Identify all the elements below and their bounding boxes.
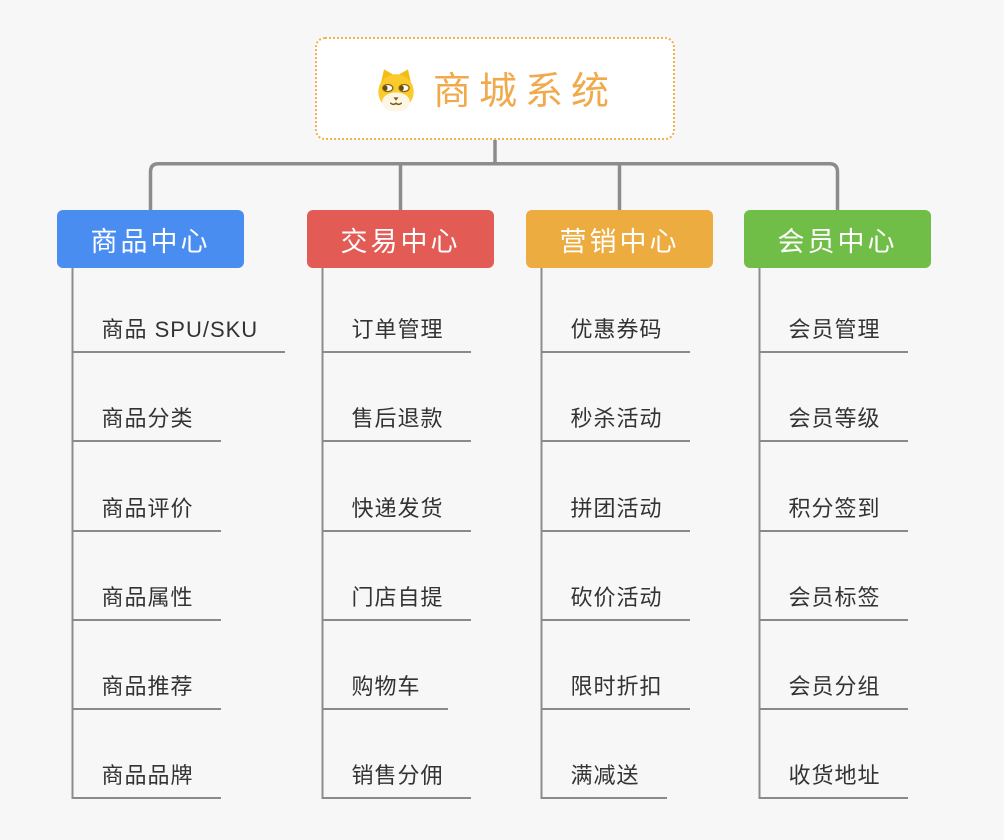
leaf-label: 商品分类 bbox=[101, 406, 194, 432]
branch-node[interactable]: 会员中心 bbox=[744, 210, 931, 268]
leaf-node[interactable]: 商品评价 bbox=[71, 442, 221, 532]
leaf-label: 快递发货 bbox=[351, 495, 444, 521]
leaf-node[interactable]: 商品属性 bbox=[71, 532, 221, 621]
leaf-label: 购物车 bbox=[351, 674, 421, 700]
leaf-label: 会员标签 bbox=[788, 584, 881, 610]
leaf-node[interactable]: 商品品牌 bbox=[71, 710, 221, 800]
leaf-node[interactable]: 秒杀活动 bbox=[540, 353, 690, 443]
leaf-label: 商品品牌 bbox=[101, 763, 194, 789]
branch-column: 会员中心 会员管理会员等级积分签到会员标签会员分组收货地址 bbox=[744, 210, 965, 800]
leaf-label: 会员等级 bbox=[788, 406, 881, 432]
leaf-node[interactable]: 收货地址 bbox=[758, 710, 908, 800]
leaf-label: 商品属性 bbox=[101, 584, 194, 610]
leaf-label: 商品推荐 bbox=[101, 674, 194, 700]
branch-label: 营销中心 bbox=[559, 226, 680, 257]
leaf-node[interactable]: 满减送 bbox=[540, 710, 667, 800]
branch-label: 交易中心 bbox=[340, 226, 461, 257]
leaf-label: 砍价活动 bbox=[570, 584, 663, 610]
leaf-node[interactable]: 拼团活动 bbox=[540, 442, 690, 532]
branch-column: 营销中心 优惠券码秒杀活动拼团活动砍价活动限时折扣满减送 bbox=[526, 210, 747, 800]
branch-column: 交易中心 订单管理售后退款快递发货门店自提购物车销售分佣 bbox=[307, 210, 528, 800]
leaf-node[interactable]: 会员标签 bbox=[758, 532, 908, 621]
shiba-dog-icon bbox=[373, 66, 419, 112]
leaf-label: 商品 SPU/SKU bbox=[101, 317, 259, 342]
leaf-node[interactable]: 砍价活动 bbox=[540, 532, 690, 621]
leaf-label: 会员管理 bbox=[788, 317, 881, 342]
leaf-node[interactable]: 优惠券码 bbox=[540, 268, 690, 353]
leaf-node[interactable]: 会员分组 bbox=[758, 621, 908, 711]
leaf-label: 拼团活动 bbox=[570, 495, 663, 521]
leaf-list: 订单管理售后退款快递发货门店自提购物车销售分佣 bbox=[321, 268, 528, 800]
branch-node[interactable]: 商品中心 bbox=[57, 210, 244, 268]
leaf-label: 订单管理 bbox=[351, 317, 444, 342]
root-node[interactable]: 商城系统 bbox=[315, 37, 675, 140]
leaf-label: 商品评价 bbox=[101, 495, 194, 521]
branch-node[interactable]: 交易中心 bbox=[307, 210, 494, 268]
leaf-label: 限时折扣 bbox=[570, 674, 663, 700]
leaf-label: 优惠券码 bbox=[570, 317, 663, 342]
leaf-node[interactable]: 售后退款 bbox=[321, 353, 471, 443]
leaf-list: 优惠券码秒杀活动拼团活动砍价活动限时折扣满减送 bbox=[540, 268, 747, 800]
branch-label: 商品中心 bbox=[90, 226, 211, 257]
root-title: 商城系统 bbox=[432, 71, 617, 113]
leaf-node[interactable]: 门店自提 bbox=[321, 532, 471, 621]
branch-column: 商品中心 商品 SPU/SKU 商品分类商品评价商品属性商品推荐商品品牌 bbox=[57, 210, 286, 800]
branch-node[interactable]: 营销中心 bbox=[526, 210, 713, 268]
leaf-label: 售后退款 bbox=[351, 406, 444, 432]
leaf-node[interactable]: 销售分佣 bbox=[321, 710, 471, 800]
leaf-node[interactable]: 快递发货 bbox=[321, 442, 471, 532]
branch-label: 会员中心 bbox=[777, 226, 898, 257]
leaf-node[interactable]: 积分签到 bbox=[758, 442, 908, 532]
leaf-label: 门店自提 bbox=[351, 584, 444, 610]
leaf-label: 收货地址 bbox=[788, 763, 881, 789]
leaf-node[interactable]: 会员管理 bbox=[758, 268, 908, 353]
leaf-node[interactable]: 订单管理 bbox=[321, 268, 471, 353]
leaf-node[interactable]: 购物车 bbox=[321, 621, 448, 711]
leaf-list: 商品 SPU/SKU 商品分类商品评价商品属性商品推荐商品品牌 bbox=[71, 268, 286, 800]
leaf-label: 会员分组 bbox=[788, 674, 881, 700]
leaf-node[interactable]: 商品推荐 bbox=[71, 621, 221, 711]
leaf-node[interactable]: 商品分类 bbox=[71, 353, 221, 443]
leaf-node[interactable]: 限时折扣 bbox=[540, 621, 690, 711]
leaf-node[interactable]: 商品 SPU/SKU bbox=[71, 268, 286, 353]
leaf-node[interactable]: 会员等级 bbox=[758, 353, 908, 443]
leaf-label: 销售分佣 bbox=[351, 763, 444, 789]
leaf-label: 秒杀活动 bbox=[570, 406, 663, 432]
leaf-list: 会员管理会员等级积分签到会员标签会员分组收货地址 bbox=[758, 268, 965, 800]
leaf-label: 积分签到 bbox=[788, 495, 881, 521]
leaf-label: 满减送 bbox=[570, 763, 640, 789]
